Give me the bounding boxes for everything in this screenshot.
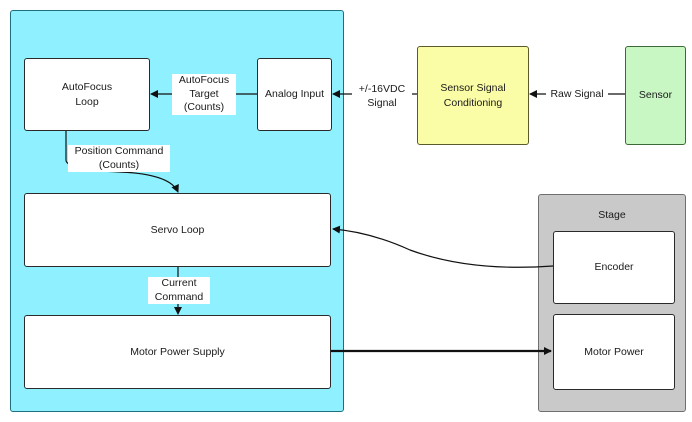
motor-power-block: Motor Power [553, 314, 675, 390]
analog-input-block: Analog Input [257, 58, 332, 131]
raw-signal-label: Raw Signal [546, 88, 608, 102]
connector-encoder [332, 225, 554, 268]
sensor-block: Sensor [625, 46, 686, 145]
sensor-signal-conditioning-block: Sensor Signal Conditioning [417, 46, 529, 145]
servo-loop-block: Servo Loop [24, 193, 331, 267]
autofocus-loop-block: AutoFocus Loop [24, 58, 150, 131]
signal-16vdc-label: +/-16VDC Signal [352, 83, 412, 111]
motor-power-supply-block: Motor Power Supply [24, 315, 331, 389]
autofocus-target-label: AutoFocus Target (Counts) [172, 74, 236, 115]
current-command-label: Current Command [148, 277, 210, 305]
stage-title: Stage [598, 209, 626, 221]
position-command-label: Position Command (Counts) [68, 145, 170, 173]
encoder-block: Encoder [553, 231, 675, 304]
